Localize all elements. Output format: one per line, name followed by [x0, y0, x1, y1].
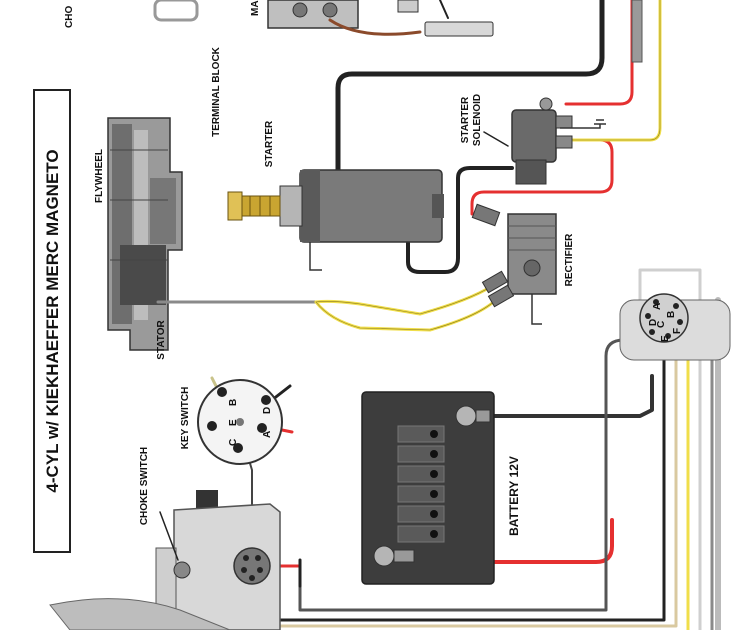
conn-pin-f: F [672, 328, 683, 334]
magneto-top-label: MA [250, 0, 261, 16]
flywheel-label: FLYWHEEL [94, 149, 105, 203]
starter-solenoid [511, 97, 606, 185]
key-pin-c: C [228, 439, 239, 446]
terminal-block [267, 0, 494, 37]
battery [361, 391, 495, 585]
conn-pin-b: B [666, 311, 677, 318]
starter-label: STARTER [264, 120, 275, 167]
terminal-block-label: TERMINAL BLOCK [211, 46, 222, 137]
diagram-title: 4-CYL w/ KIEKHAEFFER MERC MAGNETO [43, 149, 62, 492]
battery-label: BATTERY 12V [507, 456, 521, 536]
key-switch-label: KEY SWITCH [180, 387, 191, 450]
conn-pin-e: E [660, 335, 671, 342]
starter-solenoid-label-1: STARTER [460, 96, 471, 143]
harness-connector [619, 293, 731, 361]
conn-pin-a: A [652, 303, 663, 310]
key-pin-b: B [228, 399, 239, 406]
key-pin-d: D [262, 407, 273, 414]
choke-switch-label: CHOKE SWITCH [139, 447, 150, 525]
control-box [49, 490, 281, 630]
conn-pin-c: C [656, 321, 667, 328]
gray-wire-top [631, 0, 643, 63]
rectifier-label: RECTIFIER [564, 233, 575, 287]
key-pin-e: E [228, 419, 239, 426]
starter-motor [227, 169, 444, 271]
choke-top-part [153, 0, 199, 22]
starter-solenoid-label-2: SOLENOID [472, 94, 483, 146]
rectifier [471, 203, 557, 325]
conn-pin-d: D [648, 319, 659, 326]
title-box: 4-CYL w/ KIEKHAEFFER MERC MAGNETO [33, 89, 71, 553]
key-pin-a: A [262, 431, 273, 438]
stator-label: STATOR [156, 320, 167, 360]
choke-top-label: CHO [64, 6, 75, 28]
key-switch [197, 379, 283, 465]
flywheel [107, 117, 183, 351]
